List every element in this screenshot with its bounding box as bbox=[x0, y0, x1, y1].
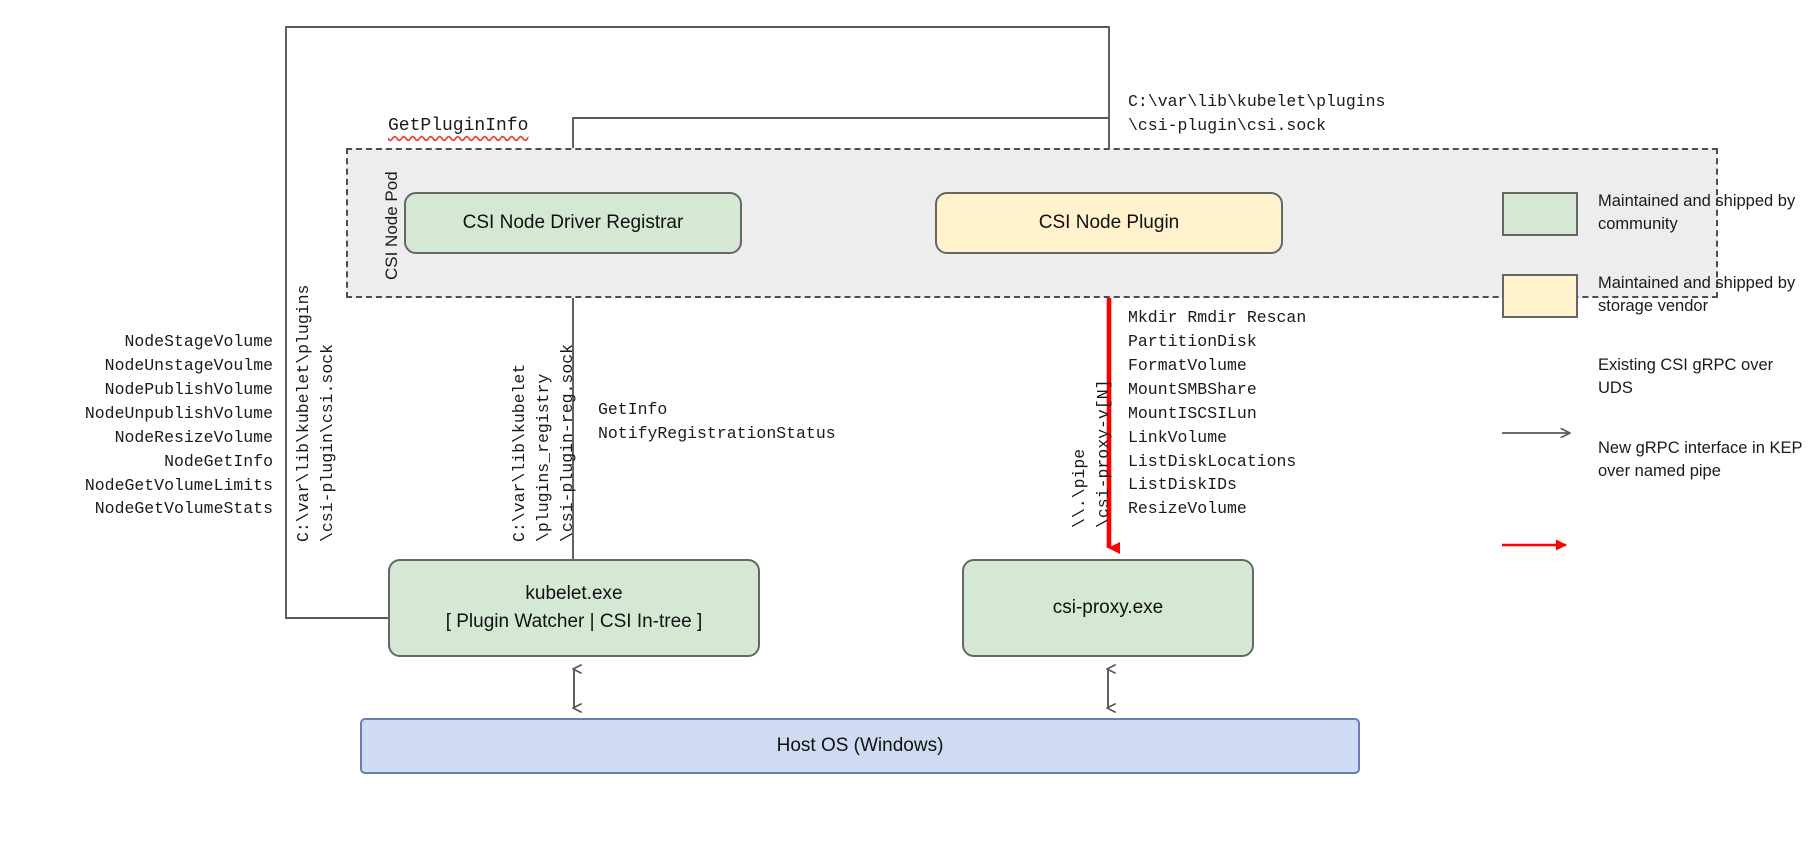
legend-label: Maintained and shipped by storage vendor bbox=[1598, 274, 1796, 316]
label-kubelet-csi-socket-path: C:\var\lib\kubelet\plugins \csi-plugin\c… bbox=[294, 284, 337, 542]
legend-item-community: Maintained and shipped by community bbox=[1498, 190, 1808, 236]
legend-key bbox=[1498, 190, 1582, 236]
node-label: Host OS (Windows) bbox=[776, 735, 944, 757]
legend-item-new-grpc: New gRPC interface in KEP over named pip… bbox=[1498, 437, 1808, 483]
legend-label: Existing CSI gRPC over UDS bbox=[1598, 356, 1774, 398]
label-node-api-calls: NodeStageVolume NodeUnstageVoulme NodePu… bbox=[84, 332, 273, 519]
legend-key-arrow-gray bbox=[1498, 354, 1582, 356]
label-csi-proxy-operations: Mkdir Rmdir Rescan PartitionDisk FormatV… bbox=[1128, 308, 1307, 519]
label-node-plugin-socket-path: C:\var\lib\kubelet\plugins \csi-plugin\c… bbox=[1128, 92, 1386, 135]
label-get-plugin-info: GetPluginInfo bbox=[388, 116, 529, 136]
node-csi-proxy-exe[interactable]: csi-proxy.exe bbox=[962, 559, 1254, 657]
swatch-yellow bbox=[1502, 274, 1578, 319]
swatch-green bbox=[1502, 192, 1578, 236]
node-label-primary: kubelet.exe bbox=[525, 583, 623, 605]
legend-item-storage-vendor: Maintained and shipped by storage vendor bbox=[1498, 272, 1808, 319]
label-registrar-calls: GetInfo NotifyRegistrationStatus bbox=[598, 400, 836, 443]
node-label: CSI Node Plugin bbox=[1038, 212, 1180, 234]
legend-key-arrow-red bbox=[1498, 437, 1582, 439]
node-label: CSI Node Driver Registrar bbox=[462, 212, 684, 234]
node-csi-node-plugin[interactable]: CSI Node Plugin bbox=[935, 192, 1283, 254]
label-named-pipe-path: \\.\pipe \csi-proxy-v[N] bbox=[1070, 379, 1113, 528]
node-label: csi-proxy.exe bbox=[1052, 597, 1164, 619]
node-host-os[interactable]: Host OS (Windows) bbox=[360, 718, 1360, 774]
legend: Maintained and shipped by community Main… bbox=[1498, 190, 1808, 519]
node-csi-node-driver-registrar[interactable]: CSI Node Driver Registrar bbox=[404, 192, 742, 254]
node-kubelet-exe[interactable]: kubelet.exe [ Plugin Watcher | CSI In-tr… bbox=[388, 559, 760, 657]
legend-label: New gRPC interface in KEP over named pip… bbox=[1598, 438, 1803, 480]
label-plugin-registry-socket-path: C:\var\lib\kubelet \plugins_registry \cs… bbox=[510, 343, 577, 542]
node-label-secondary: [ Plugin Watcher | CSI In-tree ] bbox=[445, 611, 703, 632]
legend-key bbox=[1498, 272, 1582, 319]
legend-label: Maintained and shipped by community bbox=[1598, 192, 1796, 234]
csi-node-pod-label: CSI Node Pod bbox=[382, 171, 401, 280]
legend-item-existing-csi: Existing CSI gRPC over UDS bbox=[1498, 354, 1808, 400]
